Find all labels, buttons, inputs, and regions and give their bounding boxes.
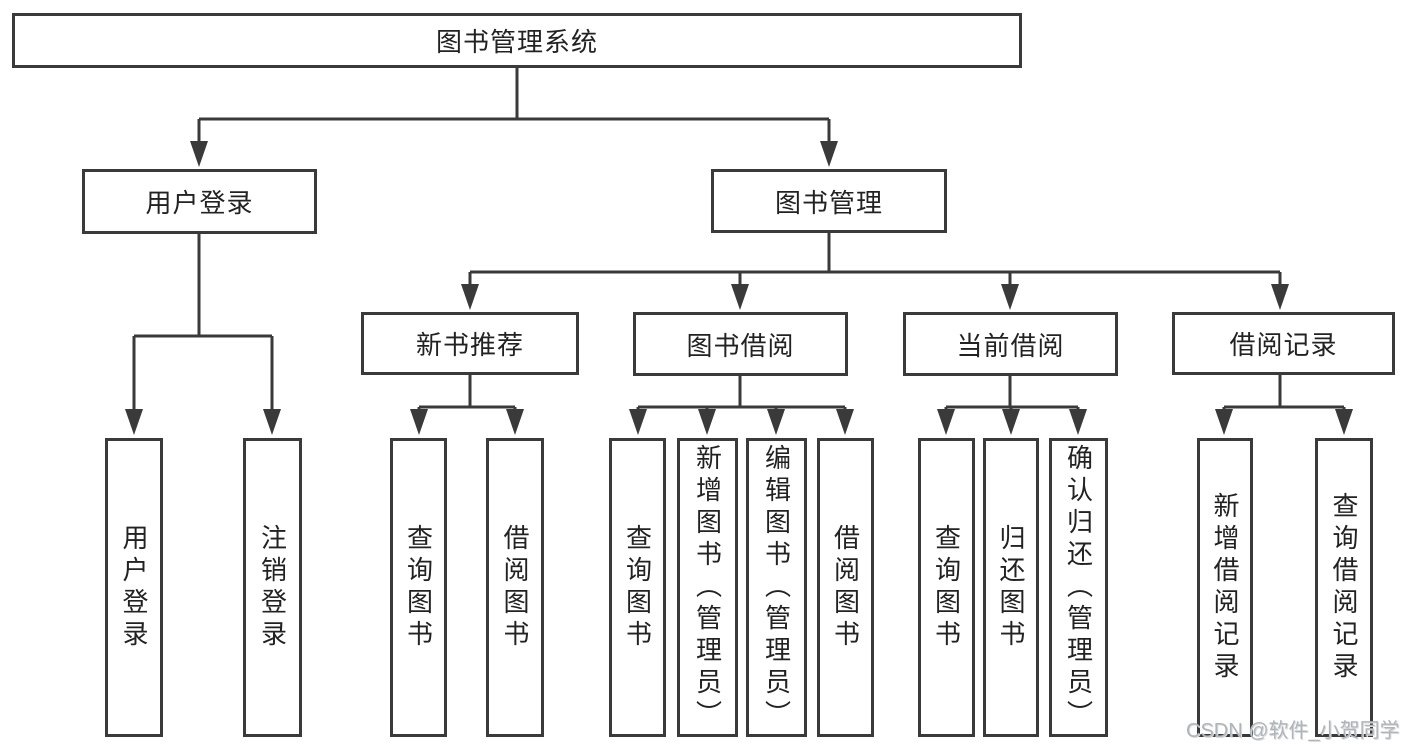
leaf-borrowing-query-books-label: 查询图书 (622, 523, 653, 652)
leaf-borrowing-query-books: 查询图书 (609, 438, 666, 737)
leaf-add-borrow-record-label: 新增借阅记录 (1210, 491, 1240, 684)
leaf-logout-label: 注销登录 (257, 523, 288, 652)
leaf-add-books-admin: 新增图书（管理员） (677, 438, 738, 737)
leaf-query-borrow-record: 查询借阅记录 (1315, 438, 1373, 737)
leaf-edit-books-admin-label: 编辑图书（管理员） (761, 443, 792, 732)
leaf-newbooks-borrow-books-label: 借阅图书 (500, 523, 530, 652)
node-book-borrowing: 图书借阅 (633, 312, 848, 376)
node-user-login: 用户登录 (82, 169, 317, 234)
leaf-current-query-books: 查询图书 (918, 438, 975, 737)
leaf-return-books: 归还图书 (983, 438, 1039, 737)
leaf-confirm-return-admin: 确认归还（管理员） (1049, 438, 1108, 737)
leaf-add-borrow-record: 新增借阅记录 (1197, 438, 1253, 737)
leaf-logout: 注销登录 (243, 438, 302, 737)
leaf-confirm-return-admin-label: 确认归还（管理员） (1063, 443, 1094, 732)
leaf-return-books-label: 归还图书 (996, 523, 1026, 652)
leaf-query-borrow-record-label: 查询借阅记录 (1329, 491, 1359, 684)
leaf-user-login: 用户登录 (105, 438, 163, 737)
leaf-borrowing-borrow-books: 借阅图书 (817, 438, 874, 737)
leaf-newbooks-query-books-label: 查询图书 (403, 523, 434, 652)
node-new-book-recommend: 新书推荐 (361, 312, 579, 375)
csdn-watermark: CSDN @软件_小贺同学 (1186, 720, 1400, 742)
leaf-borrowing-borrow-books-label: 借阅图书 (830, 523, 861, 652)
node-current-borrowing: 当前借阅 (903, 312, 1118, 376)
leaf-edit-books-admin: 编辑图书（管理员） (746, 438, 807, 737)
leaf-current-query-books-label: 查询图书 (931, 523, 962, 652)
leaf-newbooks-borrow-books: 借阅图书 (486, 438, 544, 737)
node-library-management-system: 图书管理系统 (12, 13, 1022, 68)
node-book-management: 图书管理 (711, 169, 947, 233)
leaf-add-books-admin-label: 新增图书（管理员） (692, 443, 723, 732)
leaf-newbooks-query-books: 查询图书 (390, 438, 447, 737)
node-borrow-records: 借阅记录 (1172, 312, 1395, 375)
leaf-user-login-label: 用户登录 (119, 523, 149, 652)
